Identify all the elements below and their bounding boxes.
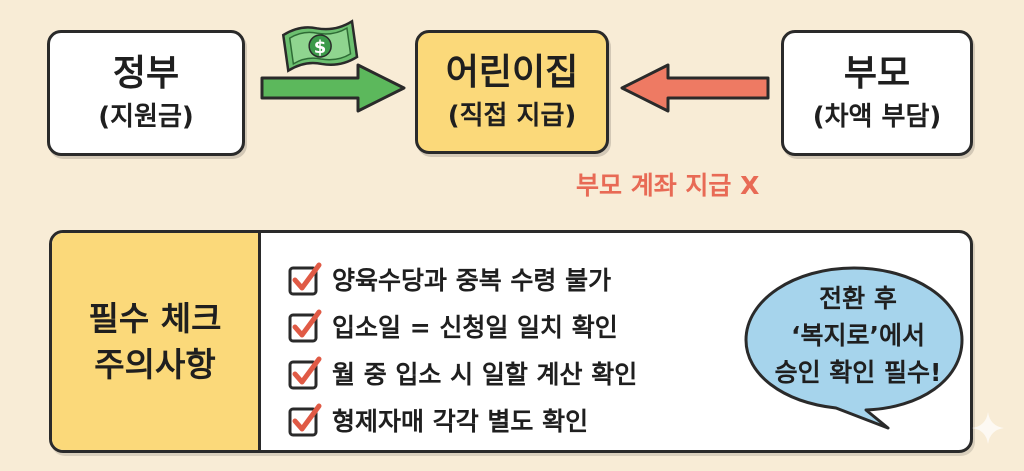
speech-bubble xyxy=(744,266,964,430)
parent-to-daycare-arrow xyxy=(620,63,770,113)
parent-sublabel: (차액 부담) xyxy=(812,102,942,132)
checklist-item: 입소일 = 신청일 일치 확인 xyxy=(288,302,758,349)
bubble-line2: ‘복지로’에서 xyxy=(791,321,925,350)
government-label: 정부 xyxy=(112,53,180,94)
checkbox-checked-icon xyxy=(288,262,322,295)
checklist-title-line2: 주의사항 xyxy=(94,344,216,384)
speech-bubble-text: 전환 후 ‘복지로’에서 승인 확인 필수! xyxy=(748,280,968,391)
checklist-header: 필수 체크 주의사항 xyxy=(52,233,261,450)
money-symbol: $ xyxy=(314,37,327,58)
parent-label: 부모 xyxy=(843,53,911,94)
daycare-sublabel: (직접 지급) xyxy=(447,101,577,131)
checklist-item-text: 양육수당과 중복 수령 불가 xyxy=(332,265,612,295)
checklist-title-line1: 필수 체크 xyxy=(88,298,222,338)
checklist-item: 형제자매 각각 별도 확인 xyxy=(288,396,758,443)
banknote-icon: $ xyxy=(281,19,359,73)
checkbox-checked-icon xyxy=(288,309,322,342)
no-parent-account-payment-note: 부모 계좌 지급 X xyxy=(576,171,760,200)
daycare-label: 어린이집 xyxy=(445,52,579,93)
checklist-item: 월 중 입소 시 일할 계산 확인 xyxy=(288,349,758,396)
checklist-panel: 필수 체크 주의사항 양육수당과 중복 수령 불가 입소일 = 신청일 일치 확… xyxy=(49,230,973,453)
checkbox-checked-icon xyxy=(288,403,322,436)
checklist-item: 양육수당과 중복 수령 불가 xyxy=(288,255,758,302)
sparkle-icon xyxy=(972,412,1004,444)
checklist-item-text: 입소일 = 신청일 일치 확인 xyxy=(332,312,618,342)
government-box: 정부 (지원금) xyxy=(47,30,245,156)
checklist-item-text: 월 중 입소 시 일할 계산 확인 xyxy=(332,359,638,389)
parent-box: 부모 (차액 부담) xyxy=(781,30,973,156)
checklist-item-text: 형제자매 각각 별도 확인 xyxy=(332,406,589,436)
checkbox-checked-icon xyxy=(288,356,322,389)
government-to-daycare-arrow xyxy=(260,63,406,113)
daycare-box: 어린이집 (직접 지급) xyxy=(415,30,609,154)
checklist-items: 양육수당과 중복 수령 불가 입소일 = 신청일 일치 확인 월 중 입소 시 … xyxy=(288,255,758,443)
bubble-line3: 승인 확인 필수! xyxy=(774,358,942,387)
government-sublabel: (지원금) xyxy=(98,102,194,132)
bubble-line1: 전환 후 xyxy=(819,284,897,313)
